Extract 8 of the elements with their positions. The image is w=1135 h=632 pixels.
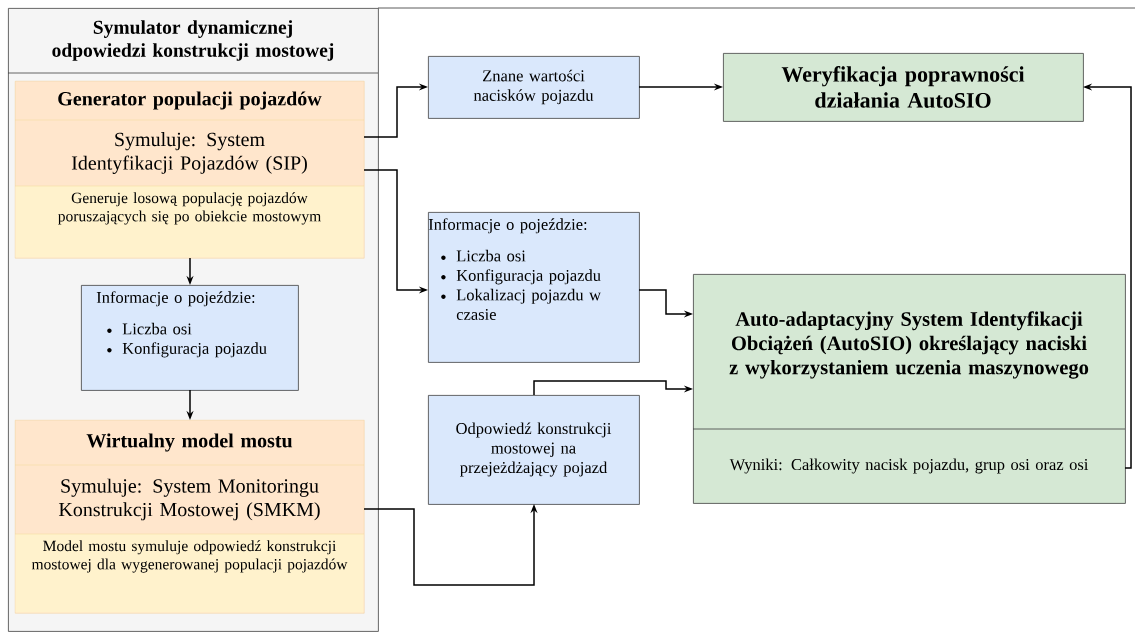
process-box: Znane wartości nacisków pojazdu (428, 56, 640, 119)
process-box: Informacje o pojeździe: Liczba osi Konfiguracja pojazdu Lokalizacj pojazdu w czasie (428, 212, 640, 363)
process-box: Informacje o pojeździe: Liczba osi Konfiguracja pojazdu (81, 285, 299, 391)
process-box: Auto-adaptacyjny System Identyfikacji Obciążeń (AutoSIO) określający naciski z wykorzystaniem uczenia maszynowego Wyniki: Całkowity nacisk pojazdu, grup osi oraz osi (692, 274, 1126, 504)
process-box: Weryfikacja poprawności działania AutoSIO (723, 53, 1084, 122)
process-box: Generator populacji pojazdów Symuluje: System Identyfikacji Pojazdów (SIP) Generuje losową populację pojazdów poruszających się po obiekcie mostowym (14, 81, 365, 259)
process-box: Odpowiedź konstrukcji mostowej na przejeżdżający pojazd (428, 395, 640, 505)
process-box: Wirtualny model mostu Symuluje: System Monitoringu Konstrukcji Mostowej (SMKM) Model mostu symuluje odpowiedź konstrukcji mostowej dla wygenerowanej populacji pojazdów (14, 420, 365, 614)
